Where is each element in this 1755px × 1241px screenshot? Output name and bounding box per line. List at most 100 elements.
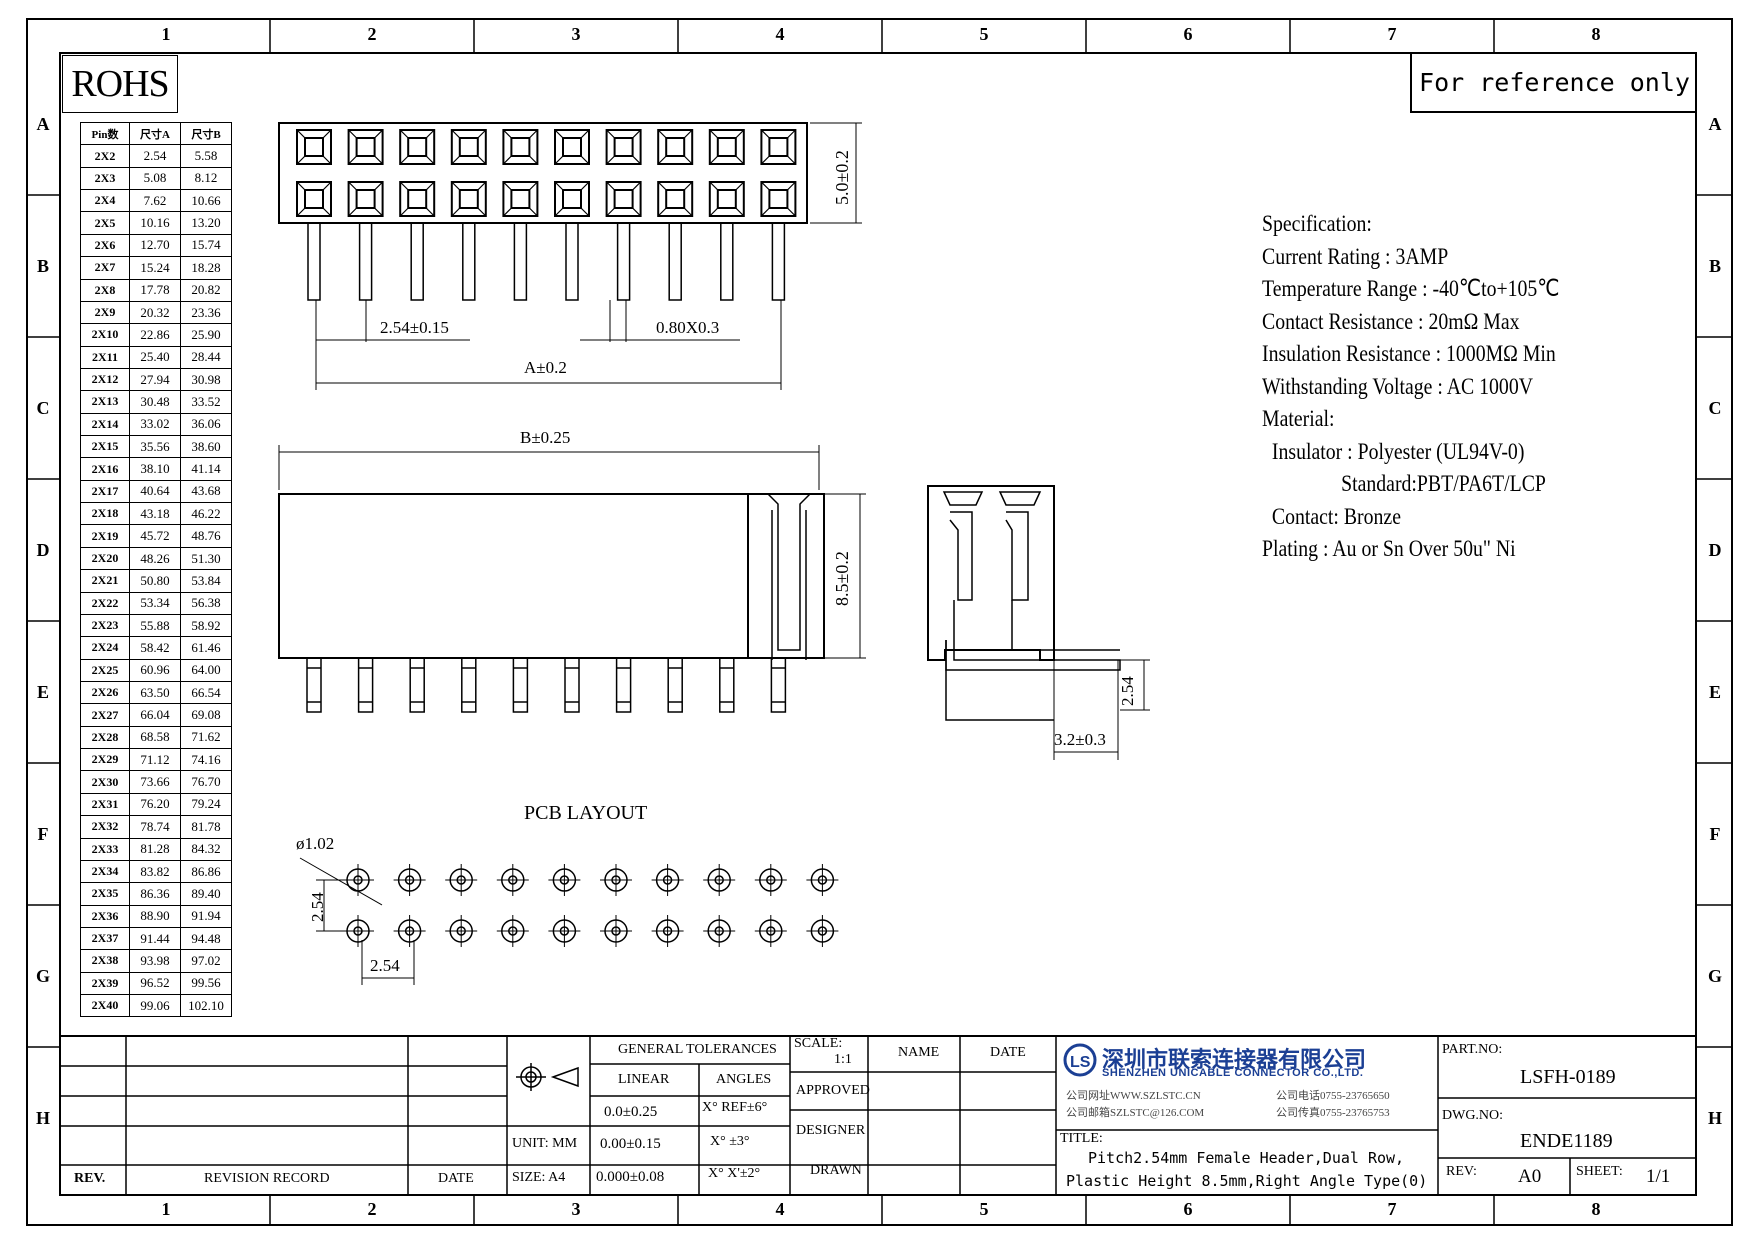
size-b-cell: 74.16 bbox=[180, 748, 232, 772]
tolerance-linear-2: 0.00±0.15 bbox=[600, 1136, 661, 1152]
dwg-no-label: DWG.NO: bbox=[1442, 1108, 1504, 1123]
pin-leg bbox=[615, 658, 632, 713]
pin-count-cell: 2X8 bbox=[80, 278, 130, 302]
contact-cell-bevel bbox=[606, 181, 642, 217]
zone-row-f-right: F bbox=[1709, 824, 1721, 844]
company-name-cn: 深圳市联索连接器有限公司 bbox=[1102, 1048, 1367, 1073]
contact-cell-inner bbox=[407, 137, 428, 157]
contact-cell bbox=[347, 181, 384, 217]
pin-tail bbox=[668, 223, 682, 301]
size-a-cell: 45.72 bbox=[129, 524, 181, 548]
size-b-cell: 41.14 bbox=[180, 457, 232, 481]
projection-symbol-icon bbox=[516, 1063, 579, 1091]
size-a-cell: 60.96 bbox=[129, 658, 181, 682]
rev-no-value: A0 bbox=[1518, 1166, 1542, 1187]
col-size-b: 尺寸B bbox=[180, 121, 232, 146]
size-b-cell: 76.70 bbox=[180, 770, 232, 794]
contact-cell-bevel bbox=[296, 181, 332, 217]
size-a-cell: 99.06 bbox=[129, 994, 181, 1018]
company-name-en: SHENZHEN UNICABLE CONNECTOR CO.,LTD. bbox=[1102, 1067, 1364, 1079]
spec-line: Contact: Bronze bbox=[1262, 503, 1401, 529]
part-no-label: PART.NO: bbox=[1442, 1042, 1503, 1057]
pin-count-cell: 2X34 bbox=[80, 859, 130, 884]
company-email: 公司邮箱SZLSTC@126.COM bbox=[1066, 1107, 1205, 1119]
size-a-cell: 43.18 bbox=[129, 502, 181, 526]
angles-label: ANGLES bbox=[716, 1072, 772, 1087]
inner-frame bbox=[59, 52, 1697, 1196]
zone-row-a: A bbox=[36, 114, 50, 134]
size-a-cell: 15.24 bbox=[129, 256, 181, 280]
size-a-cell: 55.88 bbox=[129, 613, 181, 638]
pcb-hole-crosshair bbox=[600, 915, 632, 947]
size-a-cell: 68.58 bbox=[129, 725, 181, 750]
unit-label: UNIT: MM bbox=[512, 1136, 578, 1151]
pcb-hole-crosshair bbox=[496, 864, 529, 896]
contact-cell-inner bbox=[768, 137, 789, 157]
contact-cell bbox=[605, 129, 642, 165]
contact-cell bbox=[450, 129, 487, 165]
zone-row-b: B bbox=[36, 256, 49, 276]
contact-cell-bevel bbox=[760, 129, 796, 165]
size-b-cell: 69.08 bbox=[180, 703, 232, 727]
size-a-cell: 76.20 bbox=[129, 792, 181, 817]
size-a-cell: 78.74 bbox=[129, 815, 181, 839]
size-b-cell: 8.12 bbox=[180, 166, 232, 191]
col-size-a: 尺寸A bbox=[129, 121, 181, 146]
pcb-hole-crosshair bbox=[342, 915, 374, 947]
zone-row-b-right: B bbox=[1708, 256, 1721, 276]
pcb-hole-crosshair bbox=[806, 864, 839, 896]
zone-col-4-bottom: 4 bbox=[775, 1199, 785, 1219]
pin-tail bbox=[720, 223, 734, 301]
zone-row-c: C bbox=[36, 398, 50, 418]
contact-cell-bevel bbox=[451, 129, 487, 165]
title-line-1: Pitch2.54mm Female Header,Dual Row, bbox=[1088, 1149, 1405, 1167]
side-pitch-dim: 2.54 bbox=[1118, 676, 1137, 706]
pin-leg bbox=[409, 658, 425, 713]
size-b-cell: 18.28 bbox=[180, 256, 232, 280]
pcb-hole-crosshair bbox=[806, 915, 839, 947]
size-b-cell: 13.20 bbox=[180, 211, 232, 235]
pcb-hole-crosshair bbox=[548, 864, 581, 896]
tolerance-angle-1: X° REF±6° bbox=[702, 1100, 768, 1115]
pin-count-cell: 2X11 bbox=[80, 345, 130, 369]
contact-cell-inner bbox=[458, 137, 479, 157]
pin-count-cell: 2X39 bbox=[80, 971, 130, 996]
pin-tail bbox=[616, 223, 631, 301]
zone-row-h: H bbox=[35, 1108, 50, 1128]
approved-label: APPROVED bbox=[796, 1083, 870, 1098]
pin-leg bbox=[564, 658, 580, 713]
size-a-cell: 86.36 bbox=[129, 882, 181, 906]
contact-cell-inner bbox=[562, 189, 582, 209]
svg-text:LS: LS bbox=[1070, 1054, 1091, 1071]
zone-col-6: 6 bbox=[1183, 24, 1193, 44]
zone-col-3: 3 bbox=[571, 24, 581, 44]
size-b-cell: 91.94 bbox=[180, 904, 232, 928]
spec-line: Withstanding Voltage : AC 1000V bbox=[1262, 373, 1534, 399]
pin-count-cell: 2X29 bbox=[80, 748, 130, 772]
zone-col-3-bottom: 3 bbox=[571, 1199, 581, 1219]
company-fax: 公司传真0755-23765753 bbox=[1276, 1107, 1390, 1119]
contact-cell-bevel bbox=[348, 181, 384, 217]
a-dim: A±0.2 bbox=[524, 358, 567, 377]
pcb-hole-crosshair bbox=[754, 864, 787, 896]
zone-row-d: D bbox=[36, 540, 50, 560]
size-a-cell: 7.62 bbox=[129, 189, 181, 213]
pcb-hole-crosshair bbox=[548, 915, 581, 947]
contact-cell-inner bbox=[716, 189, 737, 209]
contact-cell bbox=[657, 181, 694, 217]
size-a-cell: 88.90 bbox=[129, 904, 181, 928]
size-a-cell: 5.08 bbox=[129, 166, 181, 191]
zone-row-g: G bbox=[35, 966, 50, 986]
zone-col-4: 4 bbox=[775, 24, 785, 44]
size-b-cell: 84.32 bbox=[180, 837, 232, 861]
